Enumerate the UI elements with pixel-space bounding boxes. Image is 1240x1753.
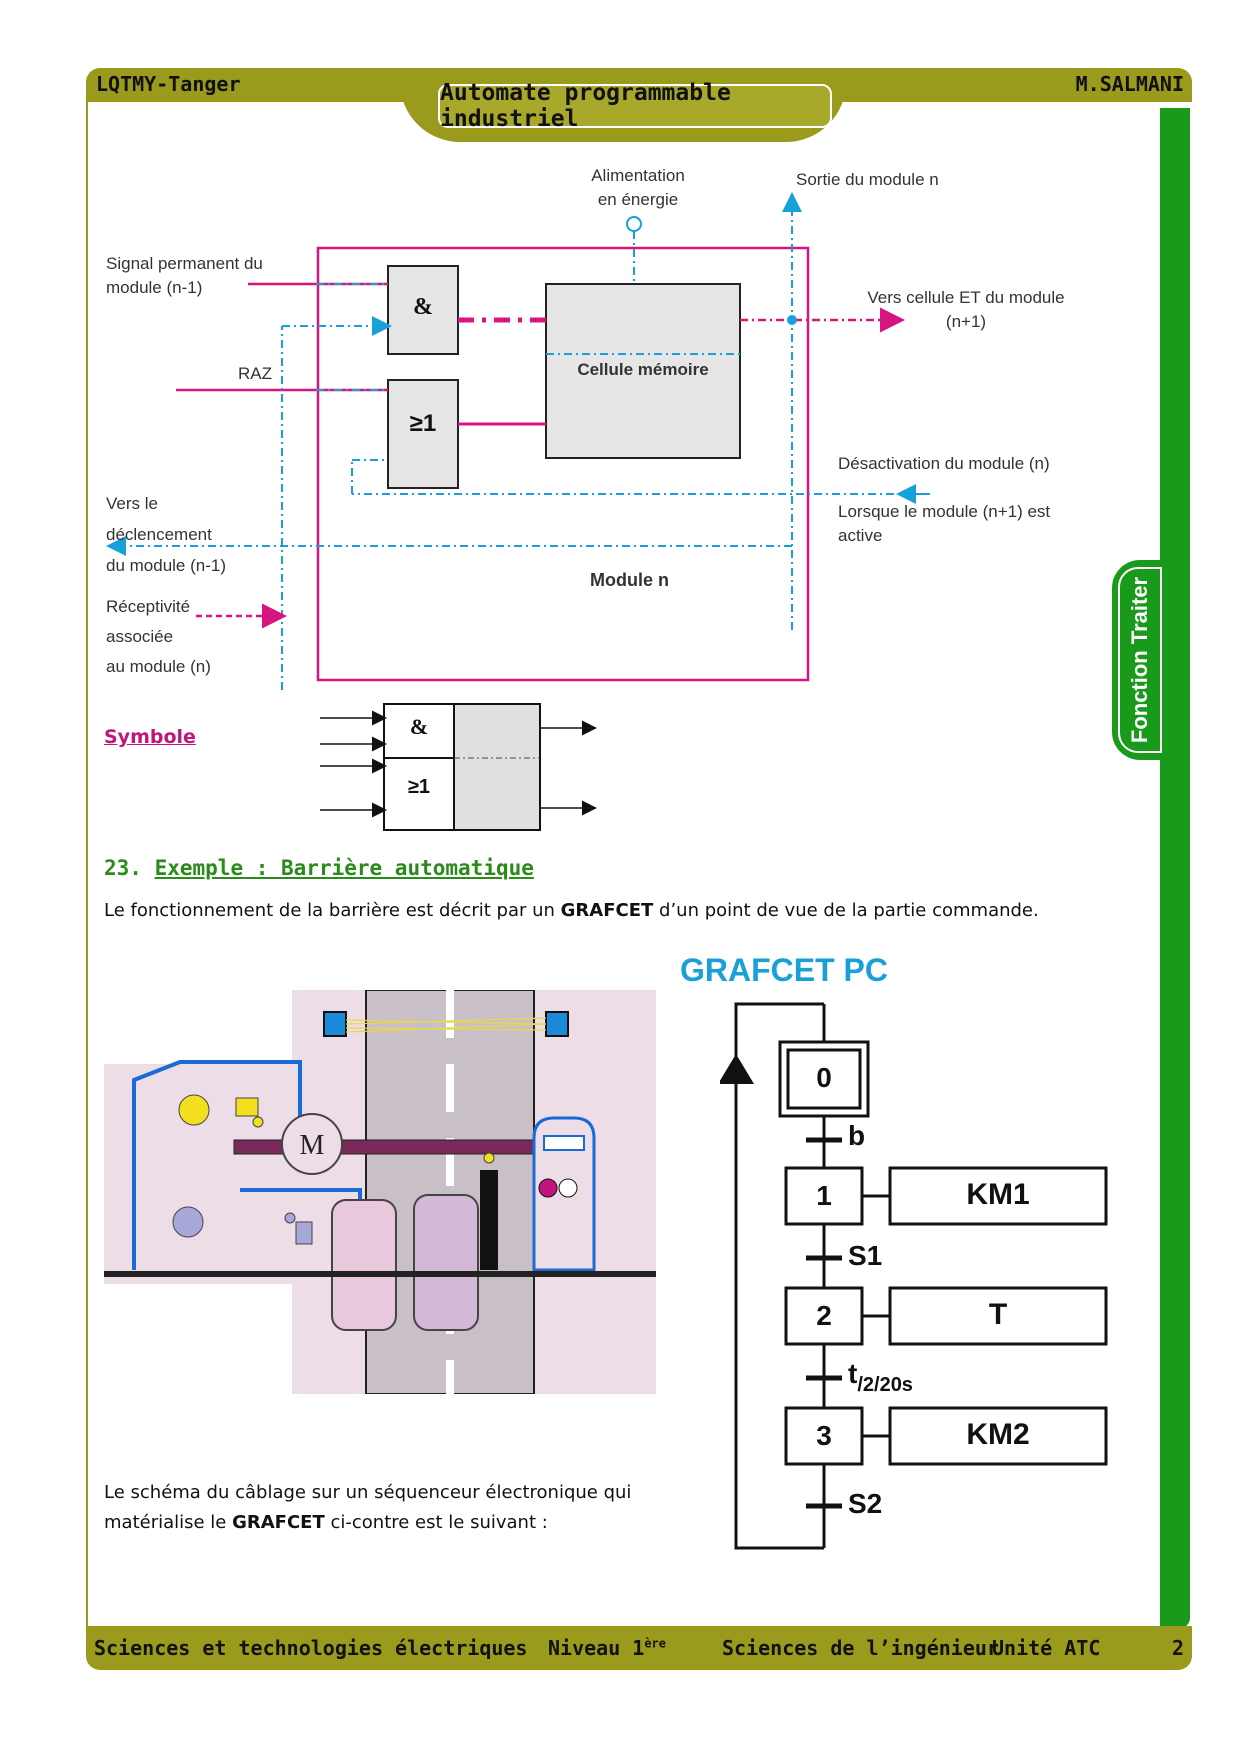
module-diagram	[106, 192, 930, 690]
sortie-label: Sortie du module n	[796, 170, 939, 189]
step-3-number: 3	[816, 1420, 832, 1451]
section-title: Exemple : Barrière automatique	[154, 856, 534, 880]
symbole-label: Symbole	[104, 726, 196, 748]
step-0	[778, 1040, 870, 1118]
photocell-emitter	[323, 1011, 347, 1037]
transition-4-label: S2	[848, 1488, 883, 1519]
transition-3-label: t/2/20s	[848, 1358, 913, 1396]
memory-cell-box	[545, 283, 741, 459]
yellow-lamp	[178, 1094, 210, 1126]
left-margin-rule	[86, 100, 88, 1640]
section-heading: 23. Exemple : Barrière automatique	[104, 856, 534, 880]
module-label: Module n	[590, 570, 669, 590]
step-1	[784, 1166, 864, 1226]
page-number: 2	[1172, 1636, 1185, 1660]
car-left	[331, 1199, 397, 1331]
module-boundary	[316, 246, 810, 682]
footer-bar: Sciences et technologies électriques Niv…	[86, 1626, 1192, 1670]
vers-le-label: Vers le déclencement du module (n-1)	[106, 494, 227, 575]
motor-label: M	[300, 1130, 325, 1161]
memory-cell-label: Cellule mémoire	[577, 360, 709, 379]
motor-circle	[281, 1113, 343, 1175]
wiring-paragraph: Le schéma du câblage sur un séquenceur é…	[104, 1482, 632, 1533]
lorsque-label: Lorsque le module (n+1) est active	[838, 502, 1051, 545]
car-right	[413, 1194, 479, 1331]
right-side-bar	[1160, 108, 1190, 1628]
action-1-box	[888, 1166, 1108, 1226]
author-name: M.SALMANI	[1075, 72, 1184, 96]
grafcet-chart	[720, 1002, 1108, 1550]
receptivite-label: Réceptivité associée au module (n)	[106, 597, 211, 676]
symbol-and: &	[409, 714, 429, 739]
action-1-label: KM1	[966, 1178, 1030, 1211]
action-3-box	[888, 1406, 1108, 1466]
and-gate-symbol: &	[413, 294, 433, 320]
vers-et-label: Vers cellule ET du module (n+1)	[867, 288, 1065, 331]
page-title: Automate programmable industriel	[438, 80, 832, 132]
footer-program: Sciences et technologies électriques	[94, 1636, 528, 1660]
transition-1-label: b	[848, 1120, 866, 1151]
side-tab: Fonction Traiter	[1112, 560, 1168, 760]
step-0-number: 0	[816, 1062, 832, 1093]
signal-label: Signal permanent du module (n-1)	[106, 254, 263, 297]
or-gate-box	[387, 379, 459, 489]
desactivation-label: Désactivation du module (n)	[838, 454, 1050, 473]
action-3-label: KM2	[966, 1418, 1030, 1451]
action-2-label: T	[988, 1298, 1008, 1331]
step-2-number: 2	[816, 1300, 832, 1331]
grafcet-title: GRAFCET PC	[680, 952, 888, 988]
step-3	[784, 1406, 864, 1466]
alimentation-label: Alimentation en énergie	[591, 166, 685, 209]
action-2-box	[888, 1286, 1108, 1346]
photocell-receiver	[545, 1011, 569, 1037]
barrier-illustration: M	[104, 990, 656, 1394]
footer-subject: Sciences de l’ingénieur	[722, 1636, 999, 1660]
symbol-or: ≥1	[407, 776, 431, 798]
power-terminal	[626, 216, 642, 232]
intro-paragraph: Le fonctionnement de la barrière est déc…	[104, 900, 1039, 921]
or-gate-symbol: ≥1	[409, 410, 437, 437]
module-symbol	[320, 703, 597, 831]
footer-unit: Unité ATC	[992, 1636, 1101, 1660]
school-name: LQTMY-Tanger	[96, 72, 241, 96]
transition-2-label: S1	[848, 1240, 883, 1271]
step-2	[784, 1286, 864, 1346]
raz-label: RAZ	[238, 364, 272, 383]
cabinet-outline	[132, 1060, 302, 1154]
and-gate-box	[387, 265, 459, 355]
step-1-number: 1	[816, 1180, 832, 1211]
side-tab-frame: Fonction Traiter	[1118, 567, 1162, 753]
section-number: 23.	[104, 856, 142, 880]
footer-level: Niveau 1ère	[548, 1636, 667, 1660]
